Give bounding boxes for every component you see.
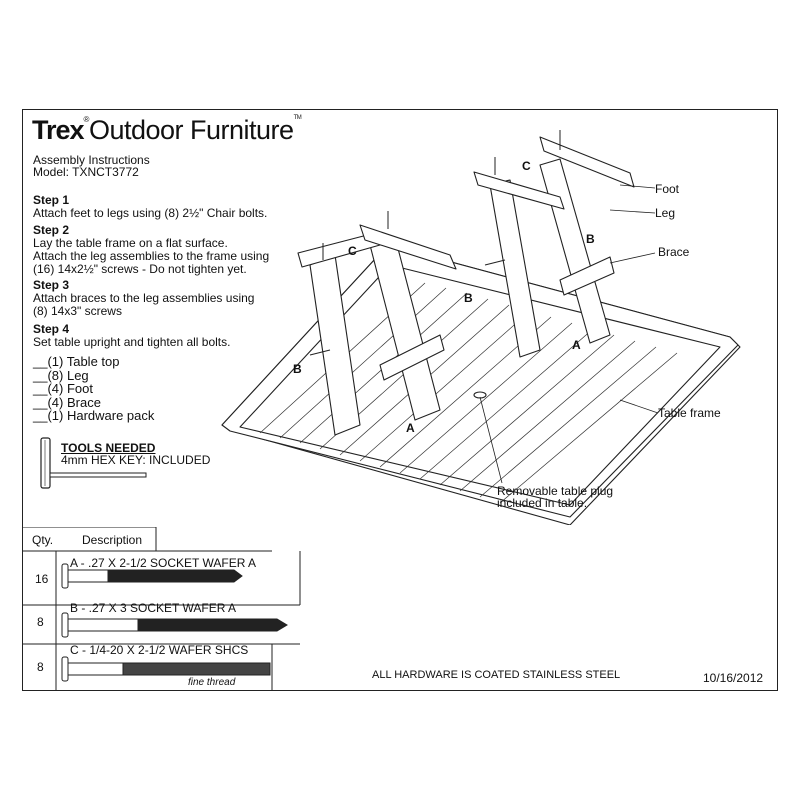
- tools-item: 4mm HEX KEY: INCLUDED: [61, 453, 211, 467]
- step-text: Set table upright and tighten all bolts.: [33, 335, 231, 349]
- hardware-desc: C - 1/4-20 X 2-1/2 WAFER SHCS: [70, 643, 249, 657]
- part-letter: A: [572, 338, 581, 352]
- step-title: Step 2: [33, 223, 70, 237]
- hex-key-icon: [40, 437, 147, 489]
- leader-foot: [619, 184, 656, 189]
- label-plug-line1: Removable table plug: [497, 484, 614, 498]
- step-2: Step 2 Lay the table frame on a flat sur…: [33, 223, 269, 276]
- column-description: Description: [82, 533, 143, 547]
- list-item: __(4) Foot: [33, 381, 93, 396]
- label-brace: Brace: [658, 245, 690, 259]
- leader-brace: [609, 252, 656, 264]
- bolt-a-icon: [61, 563, 243, 589]
- label-foot: Foot: [655, 182, 680, 196]
- label-table-frame: Table frame: [658, 406, 721, 420]
- step-text: Attach braces to the leg assemblies usin…: [33, 291, 255, 305]
- list-item: __(4) Brace: [33, 394, 101, 410]
- brand-logo: Trex®Outdoor FurnitureTM: [32, 115, 302, 145]
- step-text: (16) 14x2½" screws - Do not tighten yet.: [33, 262, 247, 276]
- step-title: Step 3: [33, 278, 70, 292]
- column-qty: Qty.: [32, 533, 54, 547]
- foot: [539, 136, 635, 188]
- label-leg: Leg: [655, 206, 676, 220]
- label-plug-line2: included in table.: [497, 496, 588, 510]
- hardware-table: [22, 527, 301, 691]
- tools-heading: TOOLS NEEDED: [61, 441, 156, 455]
- step-1: Step 1 Attach feet to legs using (8) 2½"…: [33, 193, 267, 220]
- part-letter: B: [293, 362, 302, 376]
- assembly-diagram: C C B B B A A: [221, 130, 741, 525]
- step-text: Lay the table frame on a flat surface.: [33, 236, 228, 250]
- step-text: Attach the leg assemblies to the frame u…: [33, 249, 270, 263]
- part-letter: B: [464, 291, 473, 305]
- instruction-sheet-border: [22, 109, 778, 691]
- foot: [359, 224, 457, 270]
- brand-name-rest: Outdoor Furniture: [88, 115, 294, 145]
- step-4: Step 4 Set table upright and tighten all…: [33, 322, 230, 349]
- step-text: Attach feet to legs using (8) 2½" Chair …: [33, 206, 268, 220]
- list-item: __(1) Hardware pack: [33, 408, 155, 423]
- document-date: 10/16/2012: [703, 671, 764, 685]
- part-letter: B: [586, 232, 595, 246]
- leader-leg: [609, 209, 656, 214]
- hardware-qty: 16: [35, 572, 49, 586]
- leader-table-frame: [619, 399, 659, 414]
- part-letter: C: [522, 159, 531, 173]
- step-title: Step 1: [33, 193, 70, 207]
- hardware-qty: 8: [37, 660, 44, 674]
- hardware-footer-note: ALL HARDWARE IS COATED STAINLESS STEEL: [372, 669, 621, 681]
- model-number: Model: TXNCT3772: [33, 165, 139, 179]
- bolt-b-icon: [61, 612, 288, 638]
- parts-list: __(1) Table top __(8) Leg __(4) Foot __(…: [33, 355, 154, 423]
- step-3: Step 3 Attach braces to the leg assembli…: [33, 278, 254, 318]
- part-letter: A: [406, 421, 415, 435]
- leader-plug: [479, 396, 503, 484]
- bolt-c-icon: [61, 656, 271, 682]
- list-item: __(8) Leg: [33, 367, 89, 383]
- brace: [559, 256, 615, 296]
- table-top-inner: [239, 264, 721, 506]
- brace: [379, 334, 445, 381]
- hardware-desc: A - .27 X 2-1/2 SOCKET WAFER A: [70, 556, 257, 570]
- hardware-qty: 8: [37, 615, 44, 629]
- hardware-desc: B - .27 X 3 SOCKET WAFER A: [70, 601, 237, 615]
- foot: [473, 171, 565, 210]
- part-letter: C: [348, 244, 357, 258]
- bolts: [309, 130, 561, 356]
- step-text: (8) 14x3" screws: [33, 304, 122, 318]
- hardware-note: fine thread: [188, 677, 236, 688]
- brand-name-bold: Trex: [32, 115, 85, 145]
- step-title: Step 4: [33, 322, 70, 336]
- list-item: __(1) Table top: [33, 354, 120, 369]
- doc-title: Assembly Instructions: [33, 153, 150, 167]
